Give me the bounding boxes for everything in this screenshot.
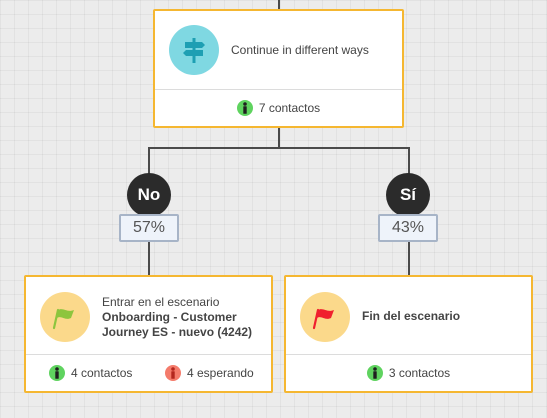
branch-no-percent: 57% (119, 214, 179, 242)
contacts-stat[interactable]: 7 contactos (236, 100, 321, 116)
node-footer: 4 contactos 4 esperando (26, 354, 271, 391)
waiting-stat[interactable]: 4 esperando (165, 365, 254, 381)
person-waiting-icon (165, 365, 181, 381)
node-footer: 3 contactos (286, 354, 531, 391)
connector-top (278, 0, 280, 10)
person-icon (49, 365, 65, 381)
node-title: Fin del escenario (362, 309, 461, 323)
red-flag-icon (300, 292, 350, 342)
branch-no-badge: No (127, 173, 171, 217)
scenario-node-enter[interactable]: Entrar en el escenario Onboarding - Cust… (24, 275, 273, 393)
node-title-line2: Journey ES - nuevo (4242) (102, 325, 253, 339)
node-subtitle: Entrar en el escenario (102, 295, 220, 309)
connector-trunk (278, 128, 280, 148)
node-title: Continue in different ways (231, 43, 369, 57)
contacts-count: 7 contactos (258, 101, 321, 115)
scenario-node-end[interactable]: Fin del escenario 3 contactos (284, 275, 533, 393)
contacts-count: 3 contactos (388, 366, 451, 380)
branch-yes-badge: Sí (386, 173, 430, 217)
branch-yes-percent: 43% (378, 214, 438, 242)
scenario-node-continue[interactable]: Continue in different ways 7 contactos (153, 9, 404, 128)
contacts-stat[interactable]: 3 contactos (366, 365, 451, 381)
waiting-count: 4 esperando (187, 366, 254, 380)
contacts-count: 4 contactos (71, 366, 133, 380)
green-flag-icon (40, 292, 90, 342)
node-title-line1: Onboarding - Customer (102, 310, 237, 324)
contacts-stat[interactable]: 4 contactos (49, 365, 132, 381)
signpost-icon (169, 25, 219, 75)
connector-horizontal (148, 147, 410, 149)
person-icon (236, 100, 253, 116)
node-footer: 7 contactos (155, 89, 402, 126)
person-icon (366, 365, 383, 381)
